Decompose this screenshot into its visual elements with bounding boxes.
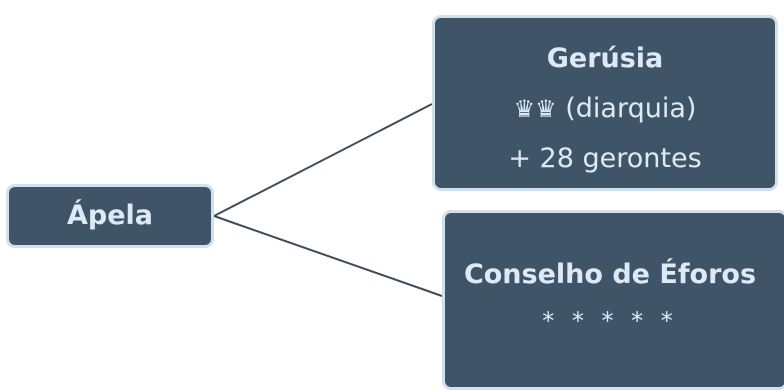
node-apela-title: Ápela — [66, 200, 153, 231]
node-gerusia-diarquia-line: ♛♛ (diarquia) — [435, 84, 775, 134]
node-eforos-title: Conselho de Éforos — [463, 259, 757, 290]
node-eforos: Conselho de Éforos * * * * * — [442, 210, 784, 390]
node-apela: Ápela — [6, 184, 214, 248]
connector-apela-gerusia — [213, 103, 433, 217]
connector-apela-eforos — [213, 215, 443, 297]
node-gerusia-diarquia-text: (diarquia) — [565, 93, 697, 124]
node-gerusia-title: Gerúsia — [546, 43, 664, 74]
connector-lines — [213, 103, 443, 297]
node-eforos-stars: * * * * * — [542, 307, 678, 335]
crown-icon: ♛♛ — [513, 95, 557, 123]
node-gerusia: Gerúsia ♛♛ (diarquia) + 28 gerontes — [432, 15, 778, 191]
node-gerusia-gerontes-text: + 28 gerontes — [508, 143, 702, 174]
